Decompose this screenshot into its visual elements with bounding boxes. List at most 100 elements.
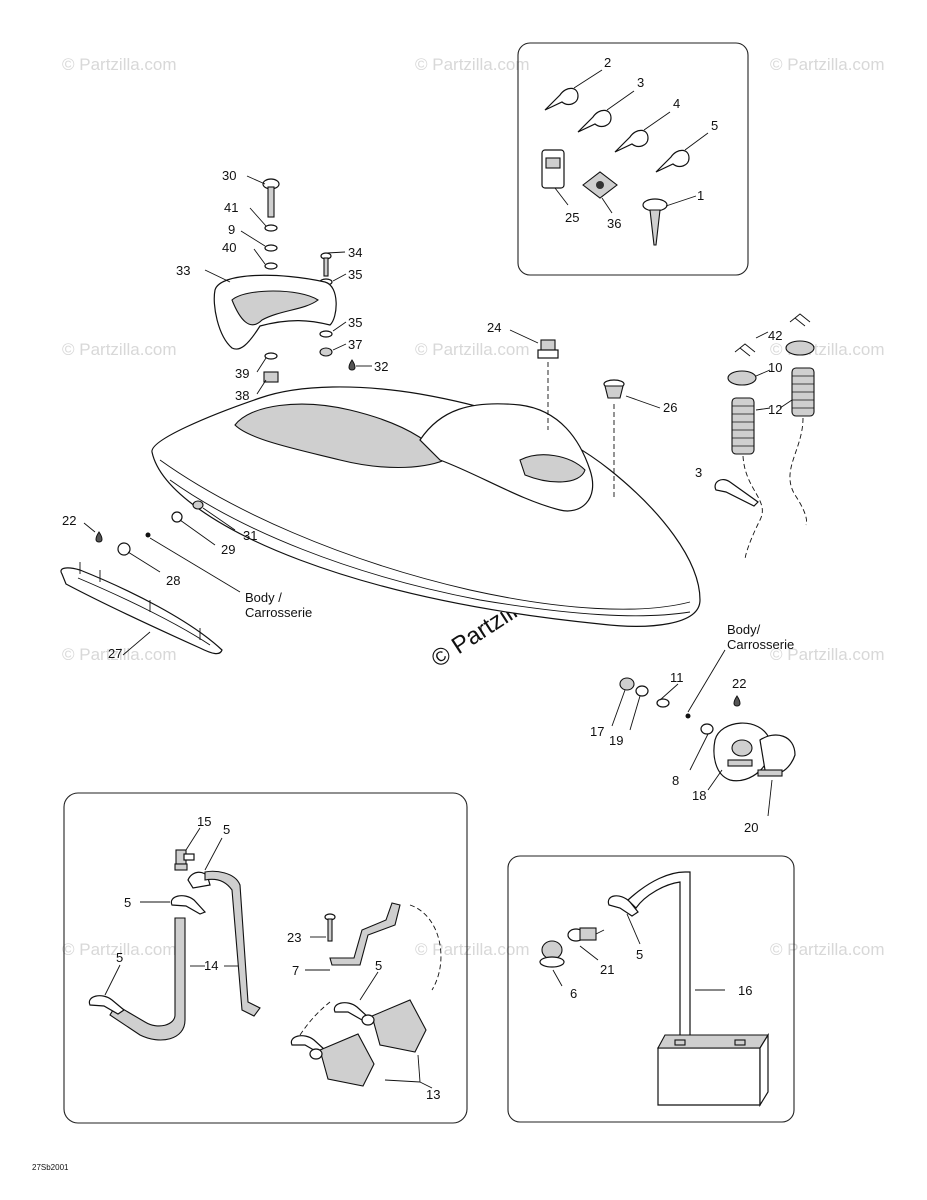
tie-clamp-2 bbox=[544, 69, 603, 111]
washer-29 bbox=[171, 511, 183, 523]
check-valve-13a bbox=[361, 999, 427, 1053]
callout-11: 11 bbox=[670, 670, 684, 685]
callout-7: 7 bbox=[292, 963, 299, 978]
callout-5c: 5 bbox=[116, 950, 123, 965]
watercraft-body bbox=[151, 386, 701, 627]
watermark-text: © Partzilla.com bbox=[770, 55, 885, 74]
callout-5a: 5 bbox=[223, 822, 230, 837]
vent-tube-assembly: 42 10 12 3 bbox=[695, 313, 815, 561]
watermark-text: © Partzilla.com bbox=[415, 940, 530, 959]
fitting-15 bbox=[174, 849, 195, 871]
clamp-5c bbox=[88, 995, 126, 1015]
callout-3b: 3 bbox=[695, 465, 702, 480]
vent-cap-6 bbox=[539, 940, 565, 968]
callout-8: 8 bbox=[672, 773, 679, 788]
nut-31 bbox=[192, 500, 204, 510]
callout-21: 21 bbox=[600, 962, 614, 977]
callout-10: 10 bbox=[768, 360, 782, 375]
rub-rail-assembly: 22 31 29 28 Body / Carrosserie 27 bbox=[60, 500, 312, 661]
washer-19 bbox=[635, 685, 649, 697]
bellows-12a bbox=[731, 397, 755, 455]
callout-1: 1 bbox=[697, 188, 704, 203]
watermark-text: © Partzilla.com bbox=[62, 55, 177, 74]
callout-5e: 5 bbox=[636, 947, 643, 962]
watermark-text: © Partzilla.com bbox=[62, 340, 177, 359]
callout-19: 19 bbox=[609, 733, 623, 748]
fuel-line-box: 15 5 5 14 5 23 7 5 bbox=[63, 792, 468, 1124]
label-body-line1: Body / bbox=[245, 590, 282, 605]
washer-28 bbox=[117, 542, 131, 556]
clamp-5b bbox=[170, 895, 207, 915]
callout-24: 24 bbox=[487, 320, 501, 335]
callout-35b: 35 bbox=[348, 315, 362, 330]
sealant-drop-22 bbox=[95, 531, 103, 543]
nut-37 bbox=[319, 347, 333, 357]
watermark-text: © Partzilla.com bbox=[415, 55, 530, 74]
rivet-body bbox=[685, 713, 691, 719]
callout-13: 13 bbox=[426, 1087, 440, 1102]
hose-14b bbox=[204, 870, 261, 1017]
nut-38 bbox=[263, 371, 279, 383]
clamp-42a bbox=[734, 343, 756, 357]
callout-27: 27 bbox=[108, 646, 122, 661]
callout-5: 5 bbox=[711, 118, 718, 133]
callout-37: 37 bbox=[348, 337, 362, 352]
callout-18: 18 bbox=[692, 788, 706, 803]
support-7 bbox=[329, 902, 401, 966]
callout-42: 42 bbox=[768, 328, 782, 343]
label-body2-line2: Carrosserie bbox=[727, 637, 794, 652]
clamp-42b bbox=[789, 313, 811, 327]
callout-6: 6 bbox=[570, 986, 577, 1001]
washer-40 bbox=[264, 262, 278, 270]
callout-20: 20 bbox=[744, 820, 758, 835]
callout-9: 9 bbox=[228, 222, 235, 237]
callout-40: 40 bbox=[222, 240, 236, 255]
tie-clamp-4 bbox=[614, 111, 671, 153]
stern-eye-assembly: Body/ Carrosserie 11 22 17 19 8 18 20 bbox=[590, 622, 796, 835]
callout-5d: 5 bbox=[375, 958, 382, 973]
diagram-code: 27Sb2001 bbox=[32, 1163, 69, 1172]
watermark-text: © Partzilla.com bbox=[770, 940, 885, 959]
washer-35b bbox=[319, 330, 333, 338]
label-body-line2: Carrosserie bbox=[245, 605, 312, 620]
rivet-29 bbox=[145, 532, 151, 538]
check-valve-13b bbox=[309, 1033, 375, 1087]
callout-2: 2 bbox=[604, 55, 611, 70]
grommet-10b bbox=[785, 340, 815, 356]
bolt-34 bbox=[320, 252, 332, 277]
bolt-30 bbox=[262, 178, 280, 218]
tie-clamp-3b bbox=[714, 478, 759, 507]
callout-30: 30 bbox=[222, 168, 236, 183]
callout-16: 16 bbox=[738, 983, 752, 998]
clip-25 bbox=[541, 149, 569, 206]
sealant-drop-22b bbox=[733, 695, 741, 707]
callout-4: 4 bbox=[673, 96, 680, 111]
battery bbox=[657, 1032, 769, 1108]
callout-17: 17 bbox=[590, 724, 604, 739]
stern-eye-20 bbox=[759, 734, 796, 775]
callout-34: 34 bbox=[348, 245, 362, 260]
callout-5b: 5 bbox=[124, 895, 131, 910]
callout-38: 38 bbox=[235, 388, 249, 403]
label-body2-line1: Body/ bbox=[727, 622, 761, 637]
callout-23: 23 bbox=[287, 930, 301, 945]
screw-23 bbox=[324, 913, 336, 942]
battery-vent-box: 5 16 21 6 bbox=[507, 855, 795, 1123]
washer-41 bbox=[264, 224, 278, 232]
grab-handle-33 bbox=[213, 274, 337, 350]
callout-36: 36 bbox=[607, 216, 621, 231]
hardware-kit-box: 2 3 4 5 1 25 36 bbox=[517, 42, 749, 276]
callout-29: 29 bbox=[221, 542, 235, 557]
callout-26: 26 bbox=[663, 400, 677, 415]
washer-8 bbox=[700, 723, 714, 735]
callout-14: 14 bbox=[204, 958, 218, 973]
plug-26 bbox=[603, 379, 625, 399]
callout-33: 33 bbox=[176, 263, 190, 278]
washer-39 bbox=[264, 352, 278, 360]
square-nut-36 bbox=[582, 171, 618, 214]
hose-14a bbox=[109, 917, 186, 1041]
tie-clamp-3 bbox=[577, 90, 635, 133]
callout-35: 35 bbox=[348, 267, 362, 282]
handle-assembly: 30 41 9 40 34 35 33 35 37 32 39 38 bbox=[176, 168, 388, 403]
